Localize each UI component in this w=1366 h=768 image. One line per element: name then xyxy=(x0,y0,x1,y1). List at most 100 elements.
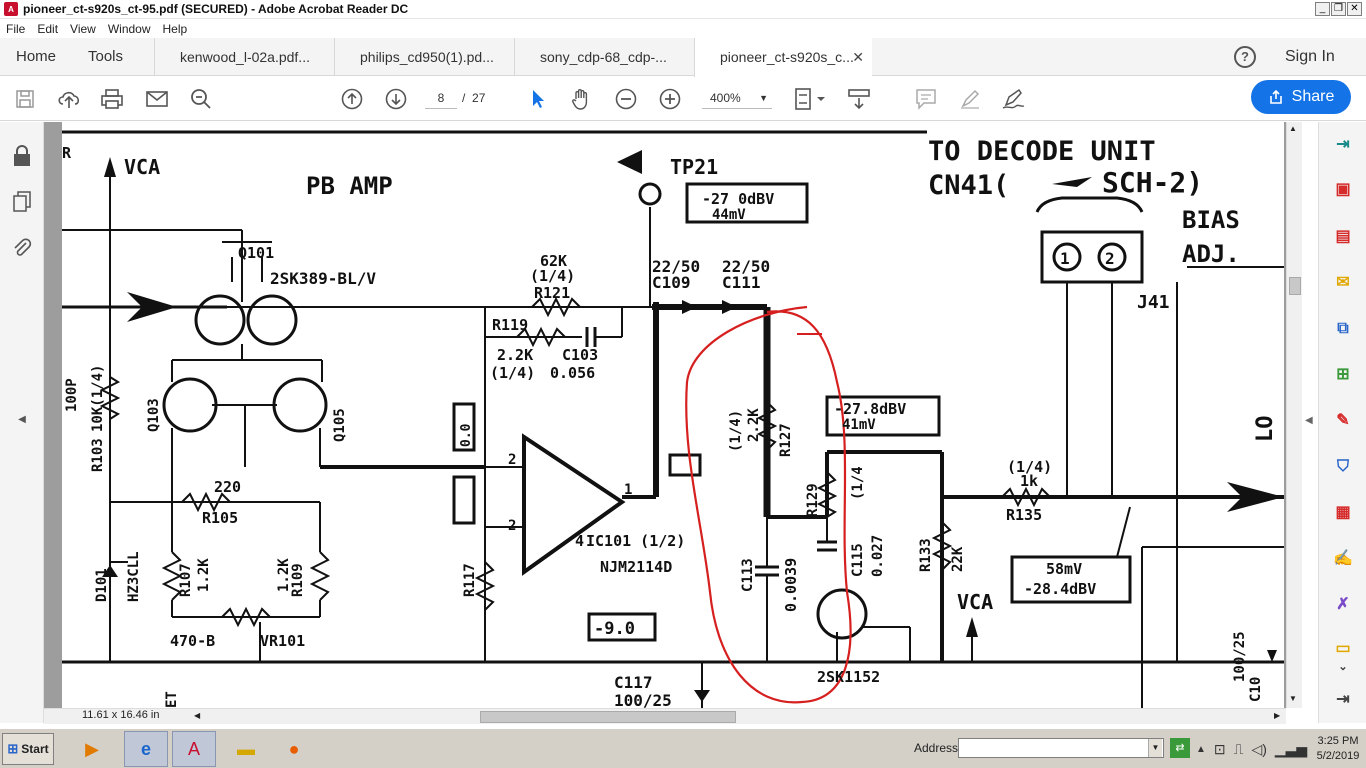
hand-icon[interactable] xyxy=(568,86,594,112)
menu-help[interactable]: Help xyxy=(162,21,188,36)
zoom-level: 400% xyxy=(710,91,741,105)
schem-lvl3: -28.4dBV xyxy=(1024,580,1096,598)
left-navigation-panel: ◀ xyxy=(0,122,44,723)
schem-r133-val: 22K xyxy=(950,546,966,572)
print-icon[interactable] xyxy=(99,86,125,112)
close-tab-icon[interactable]: ✕ xyxy=(852,49,864,65)
zoom-level-select[interactable]: 400% ▼ xyxy=(702,87,772,109)
collapse-left-icon[interactable]: ◀ xyxy=(18,414,26,425)
tab-philips[interactable]: philips_cd950(1).pd... xyxy=(334,38,514,76)
firefox-icon[interactable]: ● xyxy=(288,738,300,759)
horizontal-scrollbar[interactable]: ◀ ▶ xyxy=(44,708,1286,724)
sign-tool-icon[interactable]: ✍ xyxy=(1333,550,1353,567)
tab-label: kenwood_l-02a.pdf... xyxy=(180,49,310,65)
vertical-scrollbar[interactable]: ▲ ▼ xyxy=(1286,122,1302,708)
menu-view[interactable]: View xyxy=(70,21,96,36)
upload-icon[interactable] xyxy=(56,86,82,112)
page-down-icon[interactable] xyxy=(383,86,409,112)
clock[interactable]: 3:25 PM 5/2/2019 xyxy=(1314,734,1362,764)
combine-files-icon[interactable]: ⧉ xyxy=(1337,320,1349,337)
horizontal-scroll-thumb[interactable] xyxy=(480,711,736,723)
schem-c103: C103 xyxy=(562,346,598,364)
window-controls: _ ❐ ✕ xyxy=(1315,2,1362,16)
signal-icon[interactable]: ▁▃▅ xyxy=(1274,740,1308,757)
menu-window[interactable]: Window xyxy=(107,21,151,36)
collapse-right-icon[interactable]: ◀ xyxy=(1305,415,1313,426)
tools-tab[interactable]: Tools xyxy=(88,48,124,65)
tray-expand-icon[interactable]: ▲ xyxy=(1196,743,1206,755)
send-for-review-icon[interactable]: ▦ xyxy=(1335,504,1351,521)
schem-r135: R135 xyxy=(1006,506,1042,524)
share-button[interactable]: Share xyxy=(1251,80,1351,114)
menu-bar: File Edit View Window Help xyxy=(0,19,1366,38)
tab-bar: Home Tools kenwood_l-02a.pdf... philips_… xyxy=(0,38,1366,77)
scroll-left-icon[interactable]: ◀ xyxy=(194,711,201,720)
vertical-scroll-thumb[interactable] xyxy=(1289,277,1301,295)
acrobat-taskbar-icon[interactable]: A xyxy=(172,731,216,767)
edit-pdf-icon[interactable]: ⊞ xyxy=(1336,366,1350,383)
schem-vr101-val: 470-B xyxy=(170,632,215,650)
protect-icon[interactable]: ⛉ xyxy=(1336,458,1349,475)
scroll-up-icon[interactable]: ▲ xyxy=(1289,124,1297,133)
menu-edit[interactable]: Edit xyxy=(37,21,59,36)
comment-tool-icon[interactable]: ✉ xyxy=(1336,274,1350,291)
help-icon[interactable]: ? xyxy=(1234,46,1256,68)
save-icon[interactable] xyxy=(12,86,38,112)
file-explorer-icon[interactable]: ▬ xyxy=(237,738,255,759)
tab-label: philips_cd950(1).pd... xyxy=(360,49,494,65)
comment-icon[interactable] xyxy=(913,86,939,112)
prepare-form-icon[interactable]: ▭ xyxy=(1335,640,1351,657)
chevron-down-icon[interactable]: ⌄ xyxy=(1338,661,1348,673)
schem-pin1: 1 xyxy=(624,482,632,498)
sign-icon[interactable] xyxy=(1000,86,1026,112)
system-tray: ▲ ⊡ ⎍ ◁) ▁▃▅ xyxy=(1196,733,1307,765)
close-button[interactable]: ✕ xyxy=(1347,2,1362,16)
tab-sony[interactable]: sony_cdp-68_cdp-... xyxy=(514,38,694,76)
highlight-icon[interactable] xyxy=(957,86,983,112)
fill-sign-icon[interactable]: ✎ xyxy=(1336,412,1350,429)
create-pdf-icon[interactable]: ▣ xyxy=(1335,181,1351,198)
zoom-search-icon[interactable] xyxy=(188,86,214,112)
send-for-signature-icon[interactable]: ✗ xyxy=(1336,596,1350,613)
network-icon[interactable]: ⊡ xyxy=(1213,740,1226,757)
schem-pin-two: 2 xyxy=(1105,249,1115,268)
menu-file[interactable]: File xyxy=(6,21,26,36)
right-tools-panel: ⇥ ▣ ▤ ✉ ⧉ ⊞ ✎ ⛉ ▦ ✍ ✗ ▭ ⌄ ⇥ xyxy=(1318,122,1366,723)
restore-button[interactable]: ❐ xyxy=(1331,2,1346,16)
address-input[interactable] xyxy=(958,738,1164,758)
scroll-right-icon[interactable]: ▶ xyxy=(1274,711,1281,720)
pages-icon[interactable] xyxy=(10,190,34,214)
attachment-icon[interactable] xyxy=(10,236,34,260)
schem-r105: R105 xyxy=(202,509,238,527)
page-up-icon[interactable] xyxy=(339,86,365,112)
lock-icon[interactable] xyxy=(10,144,34,168)
start-button[interactable]: ⊞ Start xyxy=(2,733,54,765)
schem-r117: R117 xyxy=(462,563,478,597)
page-number-input[interactable]: 8 xyxy=(425,87,457,109)
zoom-in-icon[interactable] xyxy=(657,86,683,112)
export-pdf-icon[interactable]: ⇥ xyxy=(1336,136,1350,153)
schem-neg9: -9.0 xyxy=(594,619,635,639)
document-viewport[interactable]: R VCA PB AMP TP21 -27 0dBV 44mV TO DECOD… xyxy=(44,122,1286,708)
internet-explorer-icon[interactable]: e xyxy=(124,731,168,767)
safely-remove-icon[interactable]: ⎍ xyxy=(1233,740,1244,757)
address-dropdown-icon[interactable]: ▼ xyxy=(1148,739,1162,757)
zoom-out-icon[interactable] xyxy=(613,86,639,112)
home-tab[interactable]: Home xyxy=(16,48,57,65)
tab-pioneer[interactable]: pioneer_ct-s920s_c... ✕ xyxy=(694,38,872,77)
media-player-icon[interactable]: ▶ xyxy=(85,738,99,759)
fit-page-icon[interactable] xyxy=(792,86,828,112)
scroll-down-icon[interactable]: ▼ xyxy=(1289,694,1297,703)
collapse-tools-icon[interactable]: ⇥ xyxy=(1336,691,1350,708)
organize-pages-icon[interactable]: ▤ xyxy=(1335,228,1351,245)
address-go-icon[interactable]: ⇄ xyxy=(1170,738,1190,758)
select-cursor-icon[interactable] xyxy=(525,86,551,112)
tab-kenwood[interactable]: kenwood_l-02a.pdf... xyxy=(154,38,334,76)
minimize-button[interactable]: _ xyxy=(1315,2,1330,16)
start-label: Start xyxy=(21,742,49,756)
tab-label: sony_cdp-68_cdp-... xyxy=(540,49,667,65)
volume-icon[interactable]: ◁) xyxy=(1251,740,1267,757)
email-icon[interactable] xyxy=(144,86,170,112)
scroll-mode-icon[interactable] xyxy=(846,86,872,112)
sign-in-link[interactable]: Sign In xyxy=(1285,48,1335,65)
